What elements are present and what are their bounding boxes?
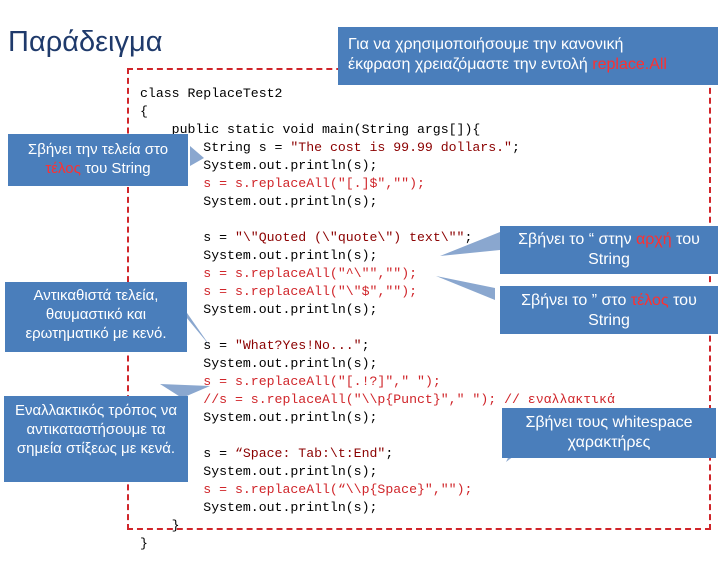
code-line: System.out.println(s);: [140, 410, 378, 425]
code-string: "What?Yes!No...": [234, 338, 362, 353]
arrow-shape: [440, 232, 500, 256]
code-line: public static void main(String args[]){: [140, 122, 481, 137]
code-string: "\\p{Punct}": [353, 392, 449, 407]
code-block: class ReplaceTest2 { public static void m…: [140, 67, 615, 571]
code-text: ,: [393, 374, 402, 389]
code-text: ;: [511, 140, 520, 155]
code-string: “\\p{Space}": [337, 482, 433, 497]
slide-title: Παράδειγμα: [8, 26, 163, 58]
banner-line-2-text: έκφραση χρειαζόμαστε την εντολή: [348, 56, 593, 73]
code-text: ,: [432, 482, 441, 497]
code-line: System.out.println(s);: [140, 194, 378, 209]
banner-line-1: Για να χρησιμοποιήσουμε την κανονική: [348, 36, 624, 53]
callout-text: του String: [588, 231, 700, 268]
code-line: s = s.replaceAll("[.]$","");: [140, 175, 615, 193]
code-text: String s =: [140, 140, 291, 155]
callout-quote-end: Σβήνει το ” στο τέλος του String: [500, 286, 718, 334]
code-text: ,: [385, 176, 394, 191]
code-text: ;: [385, 446, 394, 461]
code-string: "": [393, 176, 410, 191]
replaceall-banner: Για να χρησιμοποιήσουμε την κανονική έκφ…: [338, 27, 718, 85]
code-string: "[.]$": [337, 176, 386, 191]
code-text: );: [424, 374, 441, 389]
callout-text: Σβήνει το ” στο: [521, 292, 631, 309]
code-text: ,: [377, 284, 386, 299]
callout-quote-start: Σβήνει το “ στην αρχή του String: [500, 226, 718, 274]
callout-text: Σβήνει τους whitespace χαρακτήρες: [525, 414, 693, 451]
code-line: s = “Space: Tab:\t:End";: [140, 445, 615, 463]
callout-text: Εναλλακτικός τρόπος να αντικαταστήσουμε …: [14, 402, 178, 457]
code-text: //s = s.replaceAll(: [140, 392, 354, 407]
code-text: );: [401, 266, 418, 281]
callout-whitespace: Σβήνει τους whitespace χαρακτήρες: [502, 408, 716, 458]
code-text: ); // εναλλακτικά: [480, 392, 615, 407]
code-line: System.out.println(s);: [140, 356, 378, 371]
code-line: s = s.replaceAll("^\"","");: [140, 265, 615, 283]
code-line: System.out.println(s);: [140, 500, 378, 515]
code-text: ,: [448, 392, 457, 407]
code-string: " ": [456, 392, 481, 407]
code-line: class ReplaceTest2: [140, 86, 283, 101]
code-line: s = s.replaceAll("\"$","");: [140, 283, 615, 301]
code-string: " ": [401, 374, 425, 389]
code-line: System.out.println(s);: [140, 464, 378, 479]
banner-line-2: έκφραση χρειαζόμαστε την εντολή replace.…: [348, 55, 708, 75]
callout-text: Αντικαθιστά τελεία, θαυμαστικό και ερωτη…: [25, 287, 167, 342]
banner-highlight: replace.All: [592, 56, 667, 73]
code-line: s = "What?Yes!No...";: [140, 337, 615, 355]
callout-text: Σβήνει το “ στην: [518, 231, 637, 248]
code-string: "": [440, 482, 457, 497]
code-string: "\"$": [337, 284, 378, 299]
callout-highlight: τέλος: [630, 292, 669, 309]
code-text: ;: [361, 338, 370, 353]
code-line: s = s.replaceAll("[.!?]"," ");: [140, 373, 615, 391]
arrow-shape: [160, 384, 210, 398]
code-text: s = s.replaceAll(: [140, 266, 338, 281]
code-text: ,: [377, 266, 386, 281]
code-string: "\"Quoted (\"quote\") text\"": [234, 230, 465, 245]
code-line: System.out.println(s);: [140, 302, 378, 317]
callout-text: του String: [588, 292, 697, 329]
code-text: ;: [464, 230, 473, 245]
callout-period-end: Σβήνει την τελεία στο τέλος του String: [8, 134, 188, 186]
code-string: "^\"": [337, 266, 378, 281]
code-string: "": [385, 284, 402, 299]
code-line: {: [140, 104, 148, 119]
code-line: //s = s.replaceAll("\\p{Punct}"," "); //…: [140, 391, 615, 409]
callout-punctuation: Αντικαθιστά τελεία, θαυμαστικό και ερωτη…: [5, 282, 187, 352]
code-text: );: [401, 284, 418, 299]
arrow-shape: [436, 276, 495, 300]
code-line: String s = "The cost is 99.99 dollars.";: [140, 139, 615, 157]
code-text: s =: [203, 446, 228, 461]
code-line: System.out.println(s);: [140, 158, 378, 173]
callout-highlight: αρχή: [636, 231, 672, 248]
code-text: );: [456, 482, 473, 497]
code-line: s = s.replaceAll(“\\p{Space}","");: [140, 481, 615, 499]
code-string: "": [385, 266, 402, 281]
code-string: "[.!?]": [337, 374, 394, 389]
code-text: s = s.replaceAll(: [140, 482, 338, 497]
code-text: s = s.replaceAll(: [140, 374, 338, 389]
code-string: "The cost is 99.99 dollars.": [290, 140, 512, 155]
callout-highlight: τέλος: [45, 160, 81, 177]
code-text: s = s.replaceAll(: [140, 176, 338, 191]
code-line: s = "\"Quoted (\"quote\") text\"";: [140, 229, 615, 247]
code-line: }: [140, 518, 180, 533]
code-text: s = s.replaceAll(: [140, 284, 338, 299]
code-text: );: [409, 176, 425, 191]
callout-text: Σβήνει την τελεία στο: [27, 141, 169, 158]
callout-text: του String: [80, 160, 151, 177]
code-text: s =: [140, 230, 235, 245]
arrow-shape: [190, 146, 204, 166]
callout-alternative: Εναλλακτικός τρόπος να αντικαταστήσουμε …: [4, 396, 188, 482]
code-string: “Space: Tab:\t:End": [234, 446, 386, 461]
code-text: s =: [140, 338, 235, 353]
code-line: System.out.println(s);: [140, 248, 378, 263]
